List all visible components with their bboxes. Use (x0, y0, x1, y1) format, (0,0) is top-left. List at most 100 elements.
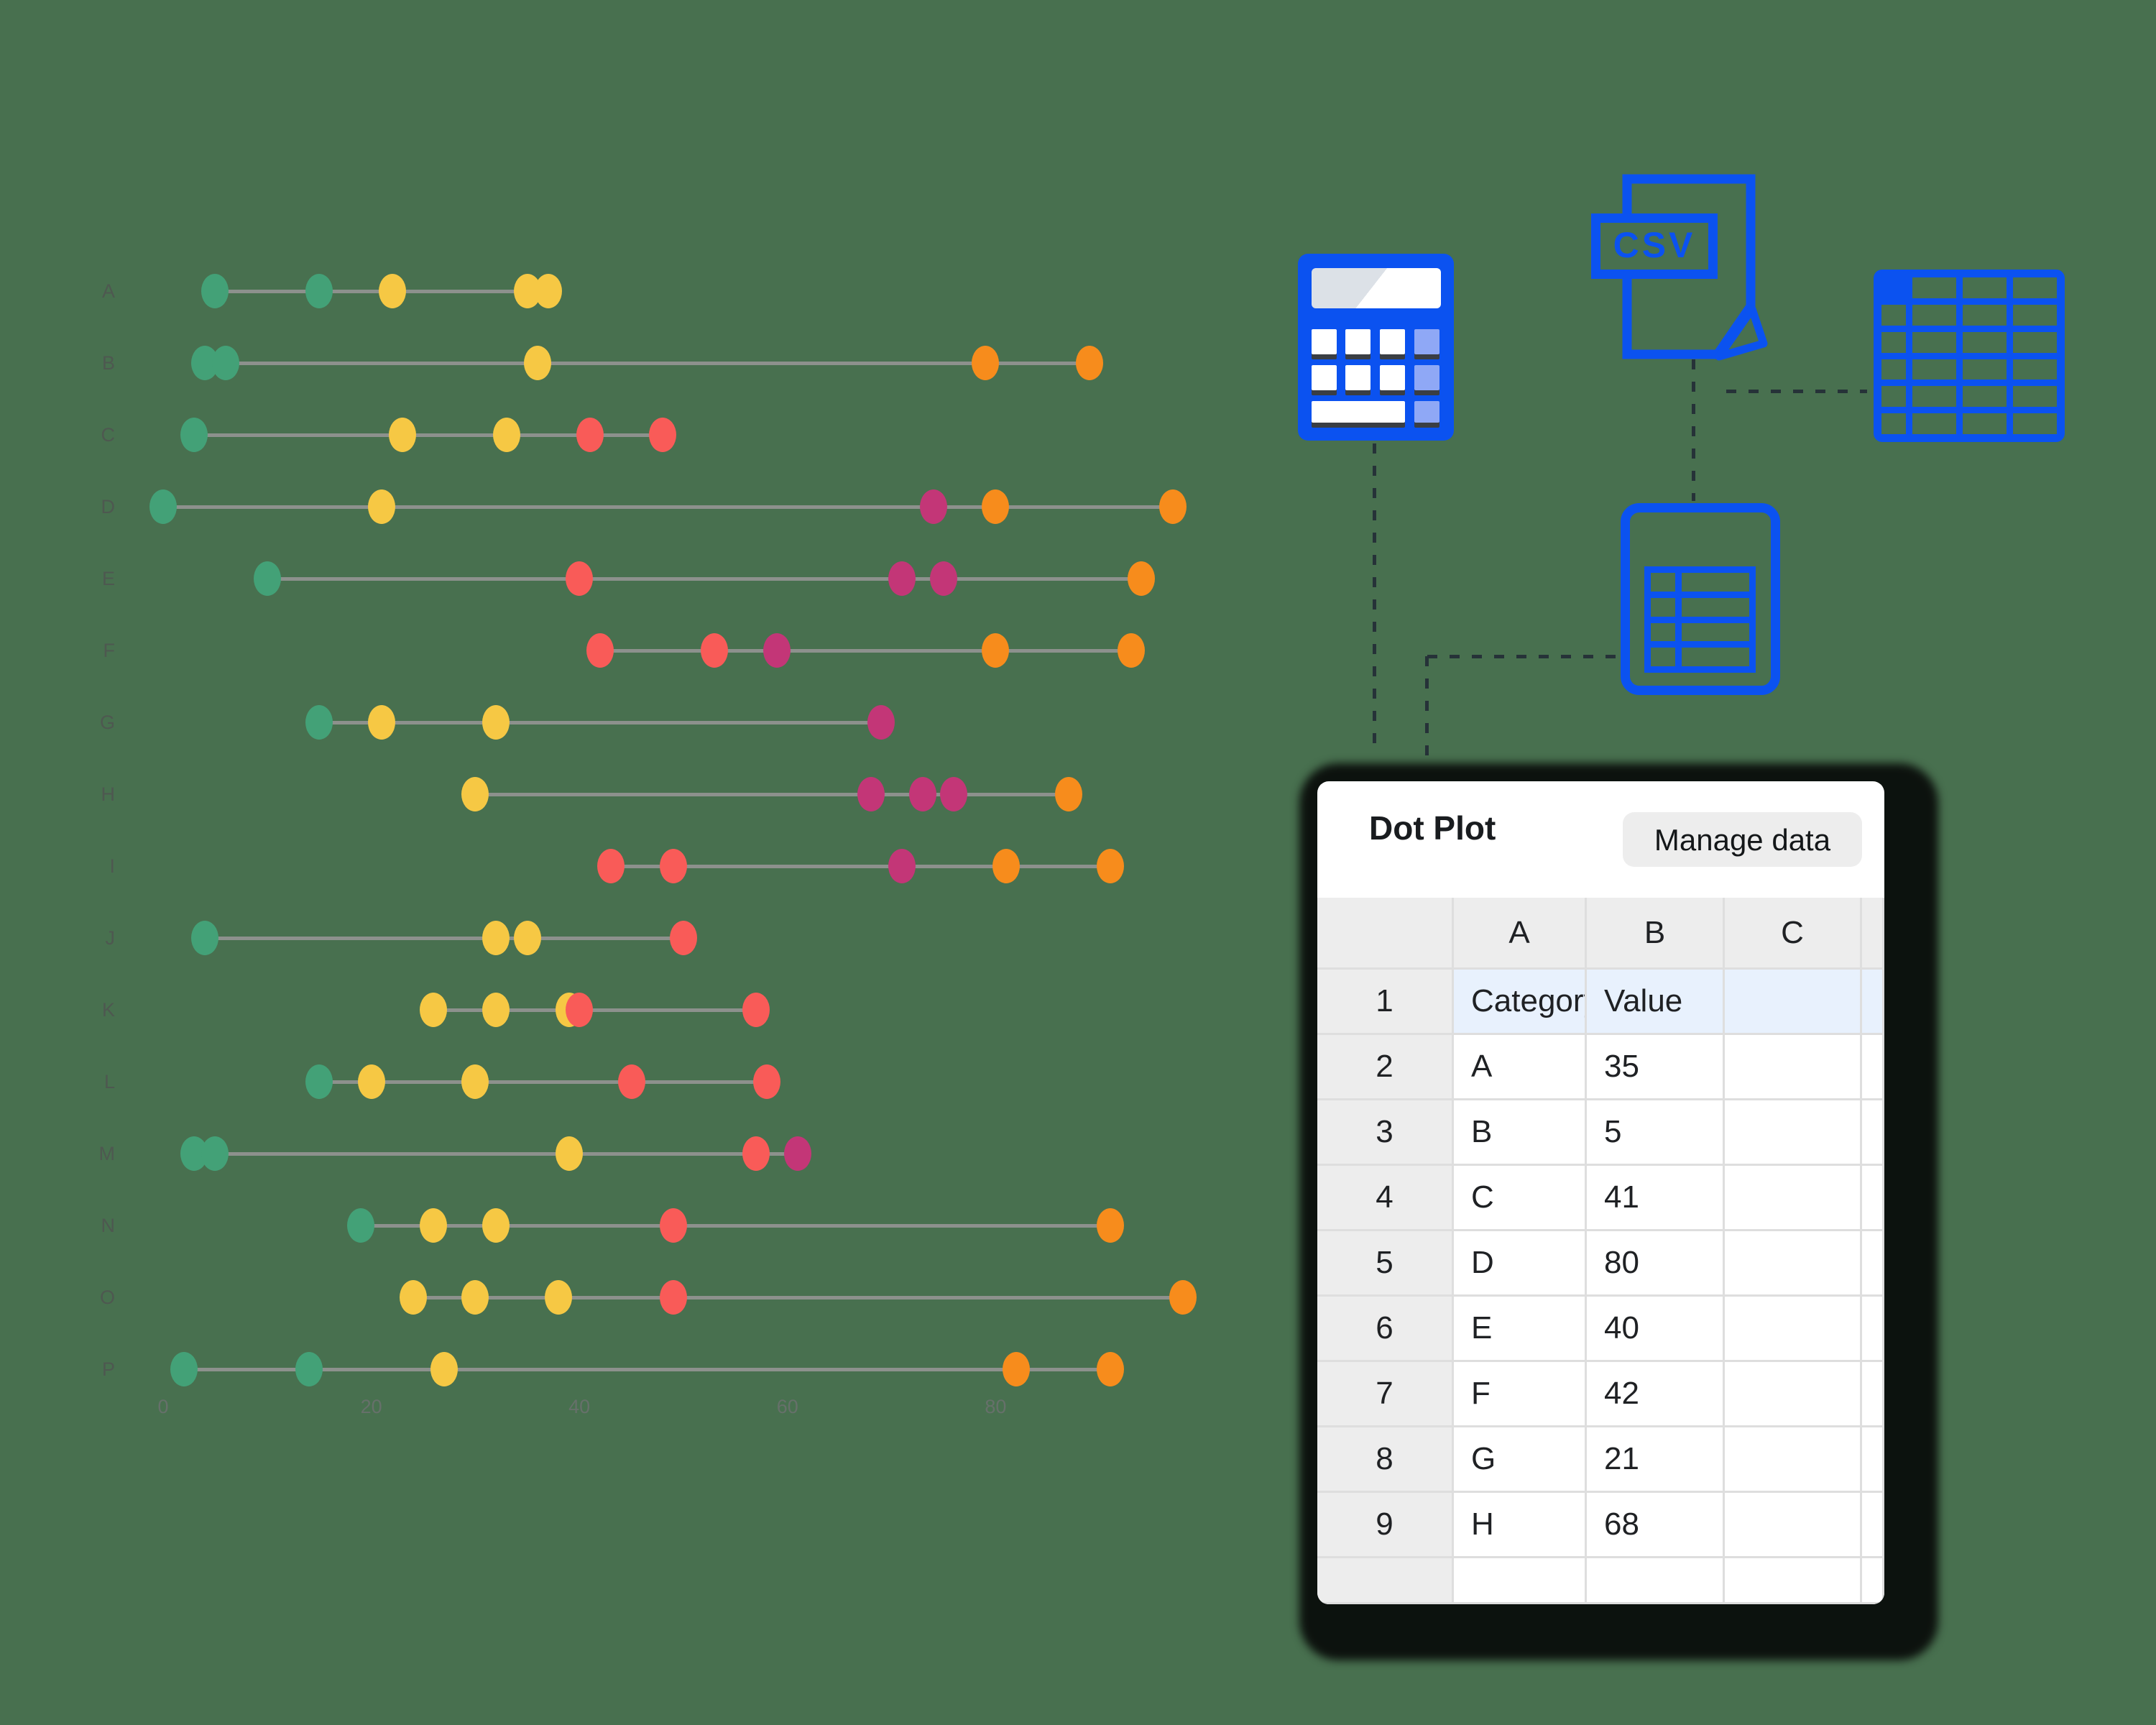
spreadsheet-cell[interactable]: Category (1454, 970, 1587, 1035)
data-dot-green (170, 1352, 198, 1386)
data-dot-yellow (461, 1280, 489, 1315)
spreadsheet-cell[interactable] (1862, 970, 1884, 1035)
data-dot-magenta (763, 633, 791, 668)
spreadsheet-cell[interactable] (1725, 1427, 1862, 1493)
column-header-cell[interactable]: C (1725, 898, 1862, 970)
data-dot-magenta (919, 489, 947, 524)
spreadsheet-cell[interactable] (1725, 1035, 1862, 1100)
spreadsheet-cell[interactable] (1862, 1427, 1884, 1493)
category-label: C (101, 424, 116, 446)
grid-icon-cell (1912, 359, 1956, 380)
spreadsheet-cell[interactable]: Value (1587, 970, 1725, 1035)
spreadsheet-cell[interactable] (1862, 1297, 1884, 1362)
data-dot-yellow (430, 1352, 458, 1386)
data-dot-yellow (482, 993, 510, 1027)
column-header-cell[interactable]: A (1454, 898, 1587, 970)
data-dot-orange (1003, 1352, 1031, 1386)
spreadsheet-cell[interactable] (1725, 970, 1862, 1035)
spreadsheet-cell[interactable] (1862, 1231, 1884, 1297)
data-dot-green (295, 1352, 323, 1386)
spreadsheet-cell[interactable] (1862, 1035, 1884, 1100)
spreadsheet-cell[interactable] (1725, 1493, 1862, 1558)
spreadsheet-cell[interactable] (1725, 1231, 1862, 1297)
spreadsheet-cell[interactable]: 42 (1587, 1362, 1725, 1427)
spreadsheet-cell[interactable] (1725, 1100, 1862, 1166)
data-dot-yellow (492, 418, 520, 452)
spreadsheet-cell[interactable] (1862, 1166, 1884, 1231)
sheet-icon-cell (1651, 597, 1675, 617)
data-dot-orange (1096, 849, 1124, 883)
row-number-cell[interactable]: 2 (1317, 1035, 1454, 1100)
row-line (183, 1368, 1110, 1371)
row-number-cell[interactable]: 4 (1317, 1166, 1454, 1231)
row-number-cell[interactable]: 9 (1317, 1493, 1454, 1558)
grid-icon-cell (1912, 331, 1956, 353)
data-dot-orange (982, 489, 1010, 524)
spreadsheet-cell[interactable] (1725, 1362, 1862, 1427)
grid-icon-cell (1963, 413, 2007, 434)
data-dot-green (305, 705, 333, 740)
row-number-cell[interactable]: 1 (1317, 970, 1454, 1035)
spreadsheet-cell[interactable]: F (1454, 1362, 1587, 1427)
spreadsheet-cell[interactable]: D (1454, 1231, 1587, 1297)
data-dot-yellow (482, 1208, 510, 1243)
data-dot-yellow (555, 1136, 583, 1171)
data-dot-red (576, 418, 604, 452)
spreadsheet-cell[interactable]: E (1454, 1297, 1587, 1362)
row-number-cell[interactable]: 6 (1317, 1297, 1454, 1362)
row-number-cell[interactable]: 5 (1317, 1231, 1454, 1297)
dashed-connector-csv-sheet (1692, 359, 1695, 501)
row-line (204, 937, 683, 940)
spreadsheet-cell[interactable] (1862, 1493, 1884, 1558)
row-number-cell[interactable] (1317, 1558, 1454, 1604)
spreadsheet-cell[interactable]: 21 (1587, 1427, 1725, 1493)
data-dot-orange (1054, 777, 1082, 811)
data-dot-magenta (940, 777, 968, 811)
sheet-icon (1621, 503, 1780, 695)
data-dot-orange (982, 633, 1010, 668)
column-header-cell[interactable] (1317, 898, 1454, 970)
spreadsheet-cell[interactable] (1725, 1166, 1862, 1231)
spreadsheet-cell[interactable] (1862, 1100, 1884, 1166)
spreadsheet-cell[interactable]: 80 (1587, 1231, 1725, 1297)
spreadsheet-cell[interactable]: G (1454, 1427, 1587, 1493)
spreadsheet-cell[interactable] (1587, 1558, 1725, 1604)
grid-icon-cell (2013, 304, 2057, 326)
row-number-cell[interactable]: 7 (1317, 1362, 1454, 1427)
spreadsheet-cell[interactable] (1862, 1362, 1884, 1427)
spreadsheet-cell[interactable]: A (1454, 1035, 1587, 1100)
spreadsheet-cell[interactable]: H (1454, 1493, 1587, 1558)
spreadsheet-cell[interactable] (1725, 1297, 1862, 1362)
grid-icon-cell (1963, 386, 2007, 408)
data-dot-orange (1096, 1208, 1124, 1243)
spreadsheet-cell[interactable] (1725, 1558, 1862, 1604)
row-number-cell[interactable]: 8 (1317, 1427, 1454, 1493)
data-dot-red (566, 993, 594, 1027)
row-number-cell[interactable]: 3 (1317, 1100, 1454, 1166)
spreadsheet-cell[interactable]: C (1454, 1166, 1587, 1231)
spreadsheet-cell[interactable]: 35 (1587, 1035, 1725, 1100)
data-dot-yellow (399, 1280, 427, 1315)
grid-icon-cell (1912, 304, 1956, 326)
x-axis-tick: 0 (157, 1396, 169, 1417)
spreadsheet-cell[interactable] (1454, 1558, 1587, 1604)
data-dot-yellow (524, 346, 552, 380)
column-header-cell[interactable] (1862, 898, 1884, 970)
spreadsheet-cell[interactable]: 41 (1587, 1166, 1725, 1231)
spreadsheet-grid-icon (1874, 270, 2065, 442)
dashed-connector-sheet-horizontal (1427, 655, 1620, 658)
column-header-cell[interactable]: B (1587, 898, 1725, 970)
spreadsheet-cell[interactable] (1862, 1558, 1884, 1604)
manage-data-button[interactable]: Manage data (1623, 812, 1862, 867)
row-line (610, 865, 1110, 868)
data-dot-yellow (389, 418, 417, 452)
grid-icon-cell (2013, 331, 2057, 353)
data-dot-yellow (534, 274, 562, 308)
spreadsheet-cell[interactable]: 5 (1587, 1100, 1725, 1166)
spreadsheet-cell[interactable]: 40 (1587, 1297, 1725, 1362)
row-line (194, 1152, 798, 1156)
spreadsheet-cell[interactable]: B (1454, 1100, 1587, 1166)
spreadsheet-cell[interactable]: 68 (1587, 1493, 1725, 1558)
data-dot-red (566, 561, 594, 596)
